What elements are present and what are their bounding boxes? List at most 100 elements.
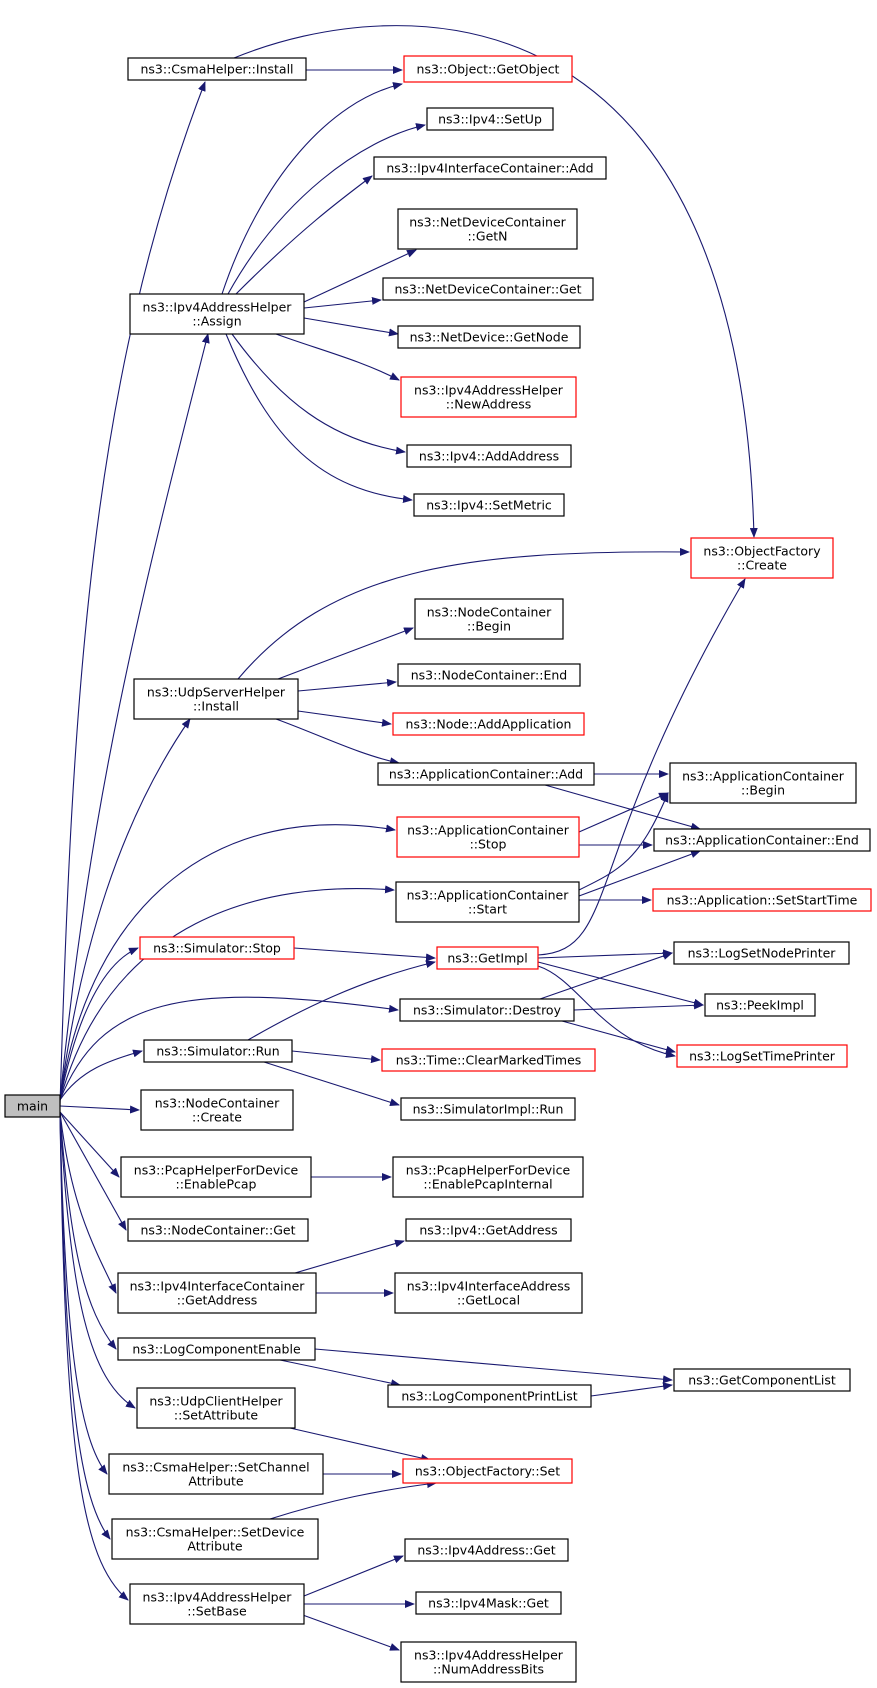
function-node-pcap-enable[interactable]: ns3::PcapHelperForDevice::EnablePcap (120, 1156, 312, 1198)
call-edge (269, 1480, 437, 1520)
function-node-getimpl[interactable]: ns3::GetImpl (436, 946, 539, 970)
node-box (406, 444, 572, 468)
call-edge (578, 850, 701, 897)
function-node-node-addapp[interactable]: ns3::Node::AddApplication (392, 712, 585, 736)
function-node-ah-assign[interactable]: ns3::Ipv4AddressHelper::Assign (129, 293, 305, 335)
function-node-ac-end[interactable]: ns3::ApplicationContainer::End (653, 828, 871, 852)
call-edge (235, 175, 373, 295)
call-edge (573, 1001, 704, 1011)
node-box (140, 1089, 294, 1131)
node-label: ns3::NodeContainer::Get (141, 1223, 296, 1238)
call-edge (299, 1613, 400, 1651)
function-node-ifc-add[interactable]: ns3::Ipv4InterfaceContainer::Add (373, 156, 607, 180)
call-edge (59, 1111, 111, 1540)
function-node-ipv4-addaddr[interactable]: ns3::Ipv4::AddAddress (406, 444, 572, 468)
function-node-ah-numbits[interactable]: ns3::Ipv4AddressHelper::NumAddressBits (400, 1641, 577, 1683)
node-box (413, 493, 565, 517)
function-node-sim-stop[interactable]: ns3::Simulator::Stop (139, 936, 295, 960)
function-node-logcomp-enable[interactable]: ns3::LogComponentEnable (117, 1337, 316, 1361)
function-node-ndc-getn[interactable]: ns3::NetDeviceContainer::GetN (397, 208, 578, 250)
function-node-sim-run[interactable]: ns3::Simulator::Run (143, 1039, 293, 1063)
call-edge-line (537, 965, 676, 1059)
function-node-getobject[interactable]: ns3::Object::GetObject (403, 55, 573, 83)
function-node-ac-start[interactable]: ns3::ApplicationContainer::Start (395, 881, 580, 923)
function-node-of-create[interactable]: ns3::ObjectFactory::Create (690, 537, 834, 579)
function-node-ah-setbase[interactable]: ns3::Ipv4AddressHelper::SetBase (129, 1583, 305, 1625)
node-label: ns3::UdpClientHelper (149, 1394, 283, 1409)
function-node-ipv4-getaddr[interactable]: ns3::Ipv4::GetAddress (405, 1218, 572, 1242)
function-node-pcap-internal[interactable]: ns3::PcapHelperForDevice::EnablePcapInte… (392, 1156, 584, 1198)
function-node-time-clear[interactable]: ns3::Time::ClearMarkedTimes (381, 1048, 596, 1072)
call-edge-line (59, 1105, 140, 1114)
node-label: ns3::Simulator::Stop (153, 941, 281, 956)
function-node-lognodeprinter[interactable]: ns3::LogSetNodePrinter (673, 941, 850, 965)
function-node-app-setstart[interactable]: ns3::Application::SetStartTime (652, 888, 872, 912)
node-box (405, 1218, 572, 1242)
function-node-nc-end[interactable]: ns3::NodeContainer::End (397, 663, 581, 687)
function-node-ac-stop[interactable]: ns3::ApplicationContainer::Stop (396, 816, 580, 858)
function-node-main[interactable]: main (4, 1094, 61, 1118)
function-node-logtimeprinter[interactable]: ns3::LogSetTimePrinter (676, 1044, 848, 1068)
function-node-ah-newaddr[interactable]: ns3::Ipv4AddressHelper::NewAddress (400, 376, 577, 418)
node-label: ns3::LogComponentPrintList (401, 1389, 577, 1404)
node-box (387, 1384, 592, 1408)
call-edge-line (247, 960, 436, 1041)
call-edge (237, 547, 690, 680)
node-label: ::EnablePcap (175, 1177, 256, 1192)
function-node-csma-install[interactable]: ns3::CsmaHelper::Install (127, 57, 307, 81)
node-box (381, 1048, 596, 1072)
node-label: ns3::Ipv4AddressHelper (414, 383, 564, 398)
node-box (373, 156, 607, 180)
call-edge (537, 949, 673, 959)
call-edge (590, 1382, 673, 1397)
function-node-ac-begin[interactable]: ns3::ApplicationContainer::Begin (669, 762, 857, 804)
function-node-mask-get[interactable]: ns3::Ipv4Mask::Get (415, 1591, 562, 1615)
function-node-ipv4-setup[interactable]: ns3::Ipv4::SetUp (426, 107, 554, 131)
function-node-of-set[interactable]: ns3::ObjectFactory::Set (402, 1458, 573, 1484)
node-box (4, 1094, 61, 1118)
function-node-nc-create[interactable]: ns3::NodeContainer::Create (140, 1089, 294, 1131)
call-edge-line (293, 947, 436, 962)
node-label: ns3::CsmaHelper::SetChannel (122, 1460, 309, 1475)
node-label: ns3::UdpServerHelper (147, 685, 286, 700)
call-edge-line (59, 1111, 111, 1540)
function-node-ifc-getaddr[interactable]: ns3::Ipv4InterfaceContainer::GetAddress (117, 1272, 317, 1314)
call-edge-line (59, 996, 399, 1101)
call-edge-line (277, 627, 414, 680)
node-label: ns3::Ipv4AddressHelper (414, 1648, 564, 1663)
call-edge (59, 718, 191, 1101)
function-node-udpc-setattr[interactable]: ns3::UdpClientHelper::SetAttribute (136, 1387, 296, 1429)
function-node-ipv4addr-get[interactable]: ns3::Ipv4Address::Get (404, 1538, 569, 1562)
function-node-getcomplist[interactable]: ns3::GetComponentList (673, 1368, 851, 1392)
function-node-logcomp-printlist[interactable]: ns3::LogComponentPrintList (387, 1384, 592, 1408)
call-edge (59, 885, 395, 1101)
function-node-ac-add[interactable]: ns3::ApplicationContainer::Add (377, 762, 595, 786)
function-node-nc-get[interactable]: ns3::NodeContainer::Get (127, 1218, 309, 1242)
node-box (673, 941, 850, 965)
node-label: ns3::PcapHelperForDevice (134, 1163, 299, 1178)
function-node-nc-begin[interactable]: ns3::NodeContainer::Begin (414, 598, 564, 640)
function-node-nd-getnode[interactable]: ns3::NetDevice::GetNode (397, 325, 581, 349)
function-node-ifaddr-getlocal[interactable]: ns3::Ipv4InterfaceAddress::GetLocal (394, 1272, 583, 1314)
call-edge (303, 296, 382, 309)
call-edge (247, 960, 436, 1041)
node-label: ns3::Ipv4InterfaceAddress (407, 1279, 571, 1294)
function-node-udps-install[interactable]: ns3::UdpServerHelper::Install (133, 678, 299, 720)
node-label: ::GetN (467, 229, 507, 244)
function-node-ipv4-setmetric[interactable]: ns3::Ipv4::SetMetric (413, 493, 565, 517)
function-node-simimpl-run[interactable]: ns3::SimulatorImpl::Run (400, 1097, 576, 1121)
node-label: ::Install (193, 699, 239, 714)
function-node-sim-destroy[interactable]: ns3::Simulator::Destroy (399, 998, 575, 1022)
node-box (133, 678, 299, 720)
call-edge (59, 333, 210, 1101)
function-node-peekimpl[interactable]: ns3::PeekImpl (704, 993, 816, 1017)
node-label: ns3::NetDevice::GetNode (410, 330, 569, 345)
call-edge-line (59, 1111, 120, 1178)
node-label: ::Assign (192, 314, 241, 329)
node-label: ns3::LogComponentEnable (132, 1342, 301, 1357)
function-node-ndc-get[interactable]: ns3::NetDeviceContainer::Get (382, 277, 594, 301)
node-label: ns3::Ipv4InterfaceContainer (130, 1279, 306, 1294)
node-box (400, 376, 577, 418)
